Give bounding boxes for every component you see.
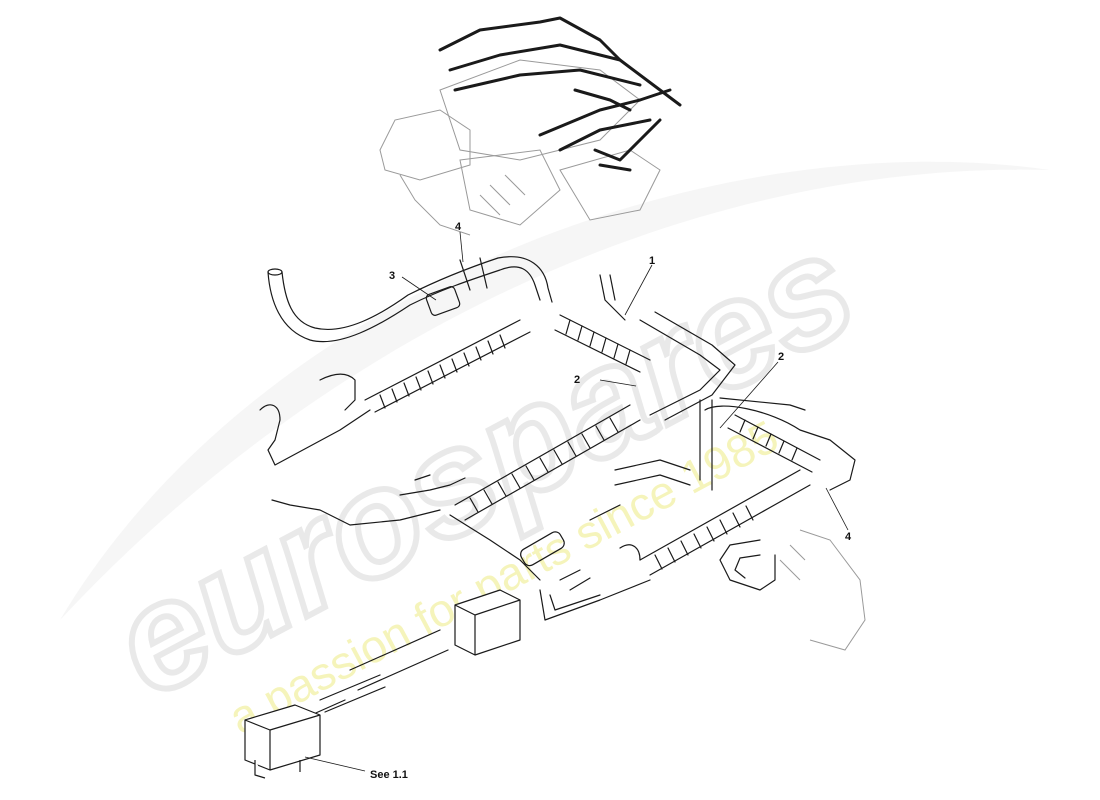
hose-corrugated-right — [727, 414, 821, 473]
canister-boxes — [244, 589, 521, 779]
callout-2-left: 2 — [574, 374, 580, 386]
engine-bottom-illustration — [779, 529, 866, 651]
hose-corrugated-lower — [454, 404, 641, 521]
hose-corrugated-middle — [554, 314, 651, 373]
callout-labels: 1 2 2 3 4 4 See 1.1 — [370, 221, 852, 781]
watermark-swoosh — [60, 161, 1050, 620]
callout-leaders — [304, 231, 849, 772]
hose-corrugated-bottom — [639, 469, 811, 576]
callout-4-top: 4 — [455, 221, 462, 233]
callout-1: 1 — [649, 255, 655, 267]
hose-lower-right-loop — [719, 539, 776, 591]
callout-4-bottom: 4 — [845, 531, 852, 543]
hose-assembly — [259, 256, 856, 721]
callout-3: 3 — [389, 270, 395, 282]
callout-see-reference: See 1.1 — [370, 769, 408, 781]
hose-upper-left-loop — [267, 266, 541, 343]
engine-hose-harness — [438, 16, 682, 172]
callout-2-right: 2 — [778, 351, 784, 363]
engine-top-illustration — [379, 59, 661, 236]
